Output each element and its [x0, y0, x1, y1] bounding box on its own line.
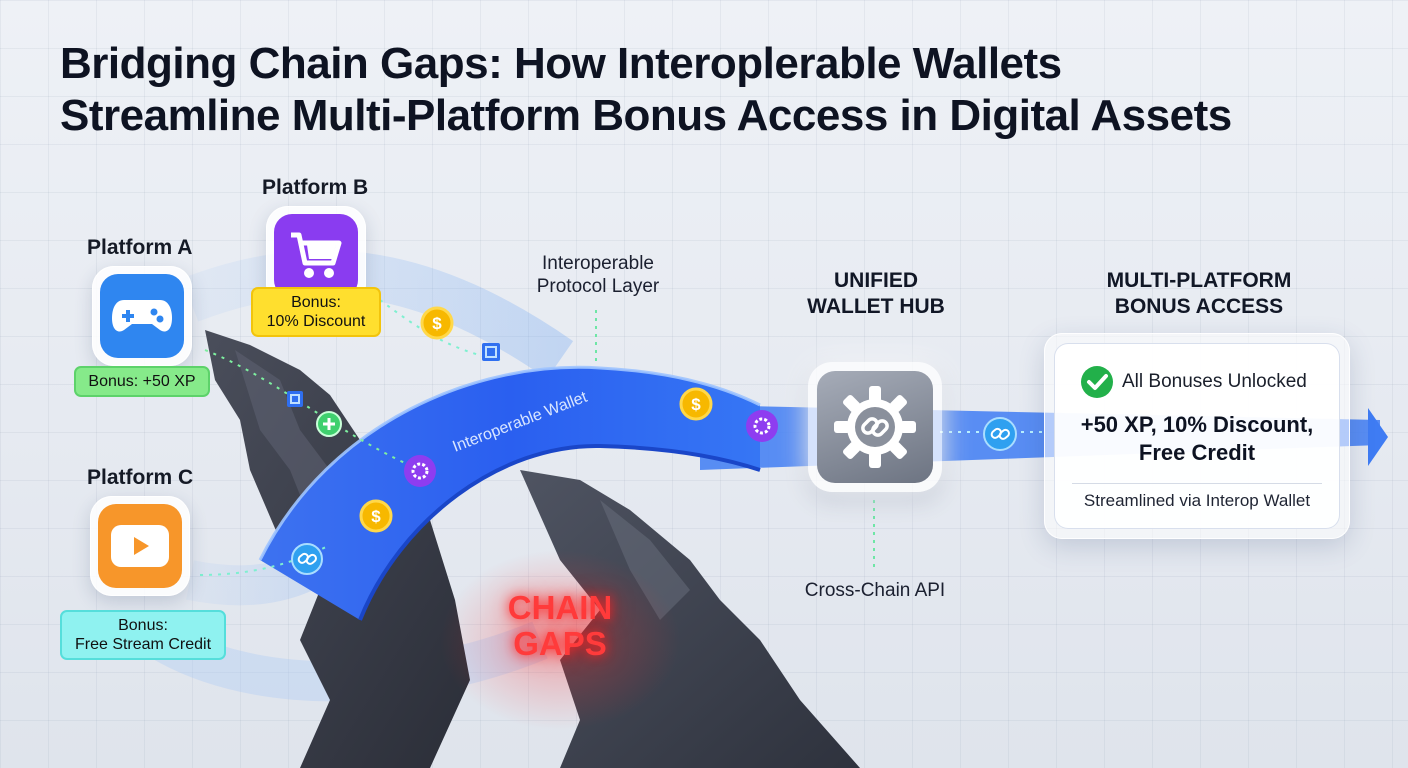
- coin-icon: $: [359, 499, 393, 533]
- shopping-cart-icon: [274, 214, 358, 298]
- cross-chain-api-label: Cross-Chain API: [804, 580, 946, 601]
- chip-icon: [287, 391, 303, 407]
- platform-b-bonus-badge: Bonus: 10% Discount: [251, 287, 381, 337]
- streamline-footer: Streamlined via Interop Wallet: [1083, 491, 1311, 510]
- platform-b-label: Platform B: [262, 176, 369, 199]
- bonus-access-card: All Bonuses Unlocked +50 XP, 10% Discoun…: [1044, 333, 1350, 539]
- play-icon: [98, 504, 182, 588]
- page-title: Bridging Chain Gaps: How Interoplerable …: [60, 38, 1232, 142]
- gear-token-icon: [404, 455, 436, 487]
- coin-icon: $: [420, 306, 454, 340]
- gear-token-icon: [746, 410, 778, 442]
- coin-icon: $: [679, 387, 713, 421]
- link-token-icon: [291, 543, 323, 575]
- unlock-status-row: All Bonuses Unlocked: [1080, 365, 1307, 399]
- svg-text:$: $: [371, 507, 381, 526]
- svg-text:$: $: [432, 314, 442, 333]
- platform-c-tile[interactable]: [90, 496, 190, 596]
- check-circle-icon: [1081, 366, 1113, 398]
- platform-c-bonus-badge: Bonus: Free Stream Credit: [60, 610, 226, 660]
- link-token-icon: [983, 417, 1017, 451]
- platform-a-tile[interactable]: [92, 266, 192, 366]
- card-divider: [1072, 483, 1322, 484]
- platform-a-label: Platform A: [87, 236, 193, 259]
- gamepad-icon: [100, 274, 184, 358]
- chain-gaps-label: CHAIN GAPS: [507, 589, 613, 662]
- chip-icon: [482, 343, 500, 361]
- unlock-status-text: All Bonuses Unlocked: [1122, 371, 1307, 392]
- gear-link-icon: [817, 371, 933, 483]
- access-title: MULTI-PLATFORM BONUS ACCESS: [1106, 269, 1292, 318]
- svg-text:$: $: [691, 395, 701, 414]
- unified-wallet-hub[interactable]: [808, 362, 942, 492]
- platform-c-label: Platform C: [87, 466, 194, 489]
- hub-title: UNIFIED WALLET HUB: [807, 269, 945, 318]
- combined-bonus-list: +50 XP, 10% Discount, Free Credit: [1080, 412, 1314, 465]
- title-line-1: Bridging Chain Gaps: How Interoplerable …: [60, 39, 1062, 88]
- protocol-layer-label: Interoperable Protocol Layer: [536, 253, 660, 297]
- plus-token-icon: [316, 411, 342, 437]
- platform-a-bonus-badge: Bonus: +50 XP: [74, 366, 210, 397]
- title-line-2: Streamline Multi-Platform Bonus Access i…: [60, 91, 1232, 140]
